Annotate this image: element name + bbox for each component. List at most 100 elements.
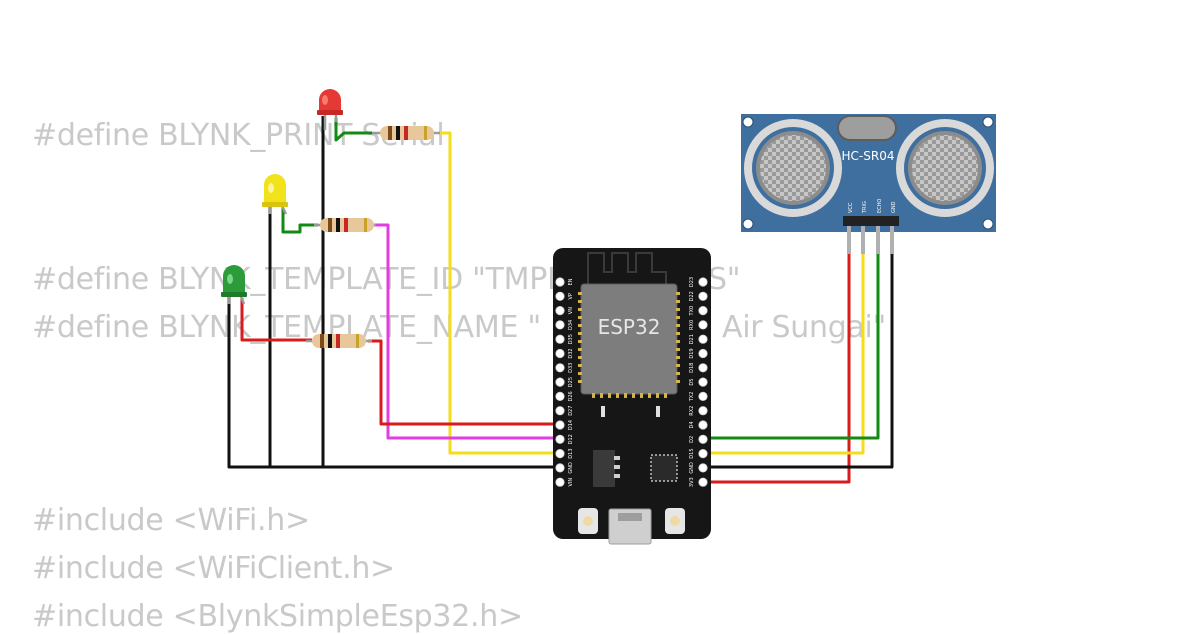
wire-yellow-resistor-to-d12 — [372, 223, 560, 440]
module-pad — [632, 393, 635, 398]
esp32-pin-right-d22[interactable] — [698, 291, 708, 301]
module-pad — [578, 292, 582, 295]
esp32-pin-left-en[interactable] — [555, 277, 565, 287]
esp32-pin-left-vn[interactable] — [555, 305, 565, 316]
esp32-pin-right-d18[interactable] — [698, 363, 708, 373]
wire-green-resistor-to-d14 — [368, 339, 560, 426]
module-pad — [616, 393, 619, 398]
esp32-pin-label-left-d12: D12 — [568, 434, 574, 444]
esp32-pin-label-right-3v3: 3V3 — [689, 477, 695, 487]
module-pad — [600, 393, 603, 398]
led-green[interactable] — [221, 265, 247, 305]
esp32-pin-label-right-d22: D22 — [689, 291, 695, 301]
esp32-pin-label-left-d35: D35 — [568, 334, 574, 344]
resistor-yellow-led[interactable] — [314, 218, 376, 232]
esp32-pin-label-left-d25: D25 — [568, 377, 574, 387]
sensor-label: HC-SR04 — [842, 149, 895, 163]
esp32-pin-label-left-d33: D33 — [568, 363, 574, 373]
esp32-pin-label-left-vn: VN — [568, 307, 574, 314]
module-pad — [578, 316, 582, 319]
esp32-pin-label-right-d21: D21 — [689, 334, 695, 344]
en-button[interactable] — [665, 508, 685, 534]
esp32-pin-right-3v3[interactable] — [698, 477, 708, 487]
module-pad — [676, 324, 680, 327]
esp32-pin-right-gnd[interactable] — [698, 463, 708, 473]
esp32-pin-left-d32[interactable] — [555, 348, 565, 359]
antenna-trace — [587, 252, 667, 284]
sensor-pin-gnd: GND — [891, 201, 897, 213]
wire-sensor-trig-to-d15 — [703, 252, 865, 455]
esp32-pin-right-tx2[interactable] — [698, 391, 708, 401]
esp32-pin-right-d2[interactable] — [698, 434, 708, 444]
transducer-right — [896, 119, 994, 217]
esp32-pin-left-d33[interactable] — [555, 363, 565, 373]
module-pad — [676, 300, 680, 303]
esp32-pin-label-right-tx2: TX2 — [689, 392, 695, 403]
esp32-pin-label-left-vp: VP — [568, 293, 574, 299]
transducer-left — [744, 119, 842, 217]
code-line-template-name-tail: Air Sungai" — [722, 310, 887, 345]
esp32-board[interactable]: ESP32 ENVPVND34D35D32D33D25D26D27D14D12D… — [553, 248, 711, 545]
sensor-pin-echo: ECHO — [877, 199, 883, 213]
led-red[interactable] — [317, 89, 343, 130]
code-line-template-name: #define BLYNK_TEMPLATE_NAME " — [32, 310, 541, 345]
esp32-pin-left-d12[interactable] — [555, 434, 565, 444]
module-pad — [578, 300, 582, 303]
esp32-pin-label-left-d13: D13 — [568, 448, 574, 458]
sensor-pin-trig: TRIG — [862, 201, 868, 214]
esp32-pin-right-tx0[interactable] — [698, 305, 708, 316]
esp32-pin-left-d14[interactable] — [555, 420, 565, 430]
module-pad — [676, 316, 680, 319]
esp32-pin-left-gnd[interactable] — [555, 463, 565, 473]
esp32-pin-right-d4[interactable] — [698, 420, 708, 430]
module-pad — [578, 380, 582, 383]
code-line-template-id-tail: S" — [708, 262, 741, 297]
esp32-pin-right-rx2[interactable] — [698, 406, 708, 416]
module-pad — [608, 393, 611, 398]
module-pad — [676, 292, 680, 295]
code-line-include-wificlient: #include <WiFiClient.h> — [32, 551, 395, 586]
esp32-pin-left-d35[interactable] — [555, 334, 565, 344]
esp32-pin-left-d26[interactable] — [555, 391, 565, 401]
module-pad — [578, 364, 582, 367]
esp32-pin-right-d23[interactable] — [698, 277, 708, 287]
esp32-pin-label-left-d26: D26 — [568, 391, 574, 401]
wires — [227, 116, 894, 484]
esp32-pin-label-right-d2: D2 — [689, 436, 695, 443]
esp32-pin-left-vin[interactable] — [555, 477, 565, 487]
esp32-pin-label-left-d32: D32 — [568, 348, 574, 358]
esp32-pin-right-d21[interactable] — [698, 334, 708, 344]
esp32-pin-label-right-tx0: TX0 — [689, 306, 695, 317]
esp32-pin-label-left-d14: D14 — [568, 420, 574, 430]
boot-button[interactable] — [578, 508, 598, 534]
esp32-pin-right-d5[interactable] — [698, 377, 708, 387]
wire-red-resistor-to-d13 — [440, 131, 560, 455]
esp32-pin-left-vp[interactable] — [555, 291, 565, 301]
resistor-green-led[interactable] — [306, 334, 372, 348]
code-line-include-wifi: #include <WiFi.h> — [32, 503, 310, 538]
module-pads — [578, 292, 680, 398]
esp32-pin-label-right-d23: D23 — [689, 277, 695, 287]
module-pad — [676, 380, 680, 383]
wire-sensor-echo-to-d2 — [703, 252, 880, 440]
esp32-pin-right-d15[interactable] — [698, 448, 708, 459]
module-pad — [578, 324, 582, 327]
esp32-pin-right-rx0[interactable] — [698, 320, 708, 330]
esp32-pin-label-right-rx0: RX0 — [689, 320, 695, 330]
module-pad — [578, 340, 582, 343]
led-yellow[interactable] — [262, 174, 288, 215]
esp32-pin-left-d34[interactable] — [555, 320, 565, 330]
module-pad — [578, 332, 582, 335]
esp32-right-pins: D23D22TX0RX0D21D19D18D5TX2RX2D4D2D15GND3… — [689, 277, 708, 487]
module-pad — [676, 332, 680, 335]
esp32-pin-left-d27[interactable] — [555, 406, 565, 416]
esp32-pin-left-d13[interactable] — [555, 448, 565, 459]
wire-sensor-vcc-to-3v3 — [703, 252, 851, 484]
hc-sr04-sensor[interactable]: HC-SR04 VCC TRIG ECHO GND — [741, 114, 996, 254]
esp32-pin-left-d25[interactable] — [555, 377, 565, 387]
esp32-pin-right-d19[interactable] — [698, 348, 708, 359]
resistor-red-led[interactable] — [372, 126, 440, 140]
esp32-pin-label-left-d27: D27 — [568, 406, 574, 416]
